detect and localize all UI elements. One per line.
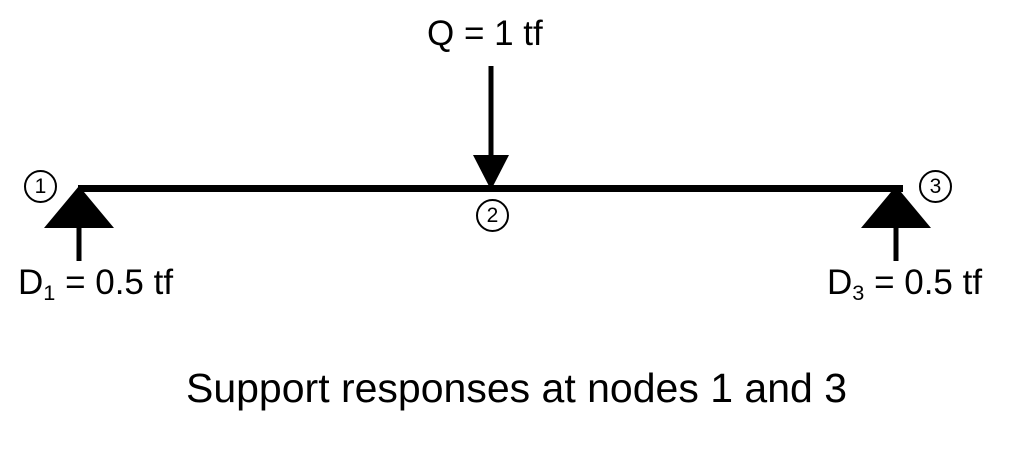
- reaction-subscript-node-1: 1: [43, 280, 56, 306]
- reaction-label-node-1: D1 = 0.5 tf: [18, 265, 173, 304]
- node-label-1: 1: [34, 175, 47, 198]
- reaction-arrow-up-node-1: [44, 186, 114, 261]
- node-marker-3: 3: [919, 170, 952, 203]
- node-label-3: 3: [929, 175, 942, 198]
- diagram-caption: Support responses at nodes 1 and 3: [185, 365, 848, 411]
- reaction-value-node-1: = 0.5 tf: [55, 263, 174, 302]
- reaction-label-node-3: D3 = 0.5 tf: [827, 265, 982, 304]
- node-label-2: 2: [486, 204, 499, 227]
- reaction-subscript-node-3: 3: [852, 280, 865, 306]
- reaction-arrow-up-node-3: [861, 186, 931, 261]
- reaction-value-node-3: = 0.5 tf: [864, 263, 983, 302]
- beam-member: [78, 185, 903, 192]
- load-label: Q = 1 tf: [427, 14, 543, 53]
- node-marker-1: 1: [24, 170, 57, 203]
- reaction-symbol-node-3: D: [827, 263, 853, 302]
- node-marker-2: 2: [476, 199, 509, 232]
- reaction-symbol-node-1: D: [18, 263, 44, 302]
- load-arrow-down: [473, 66, 509, 190]
